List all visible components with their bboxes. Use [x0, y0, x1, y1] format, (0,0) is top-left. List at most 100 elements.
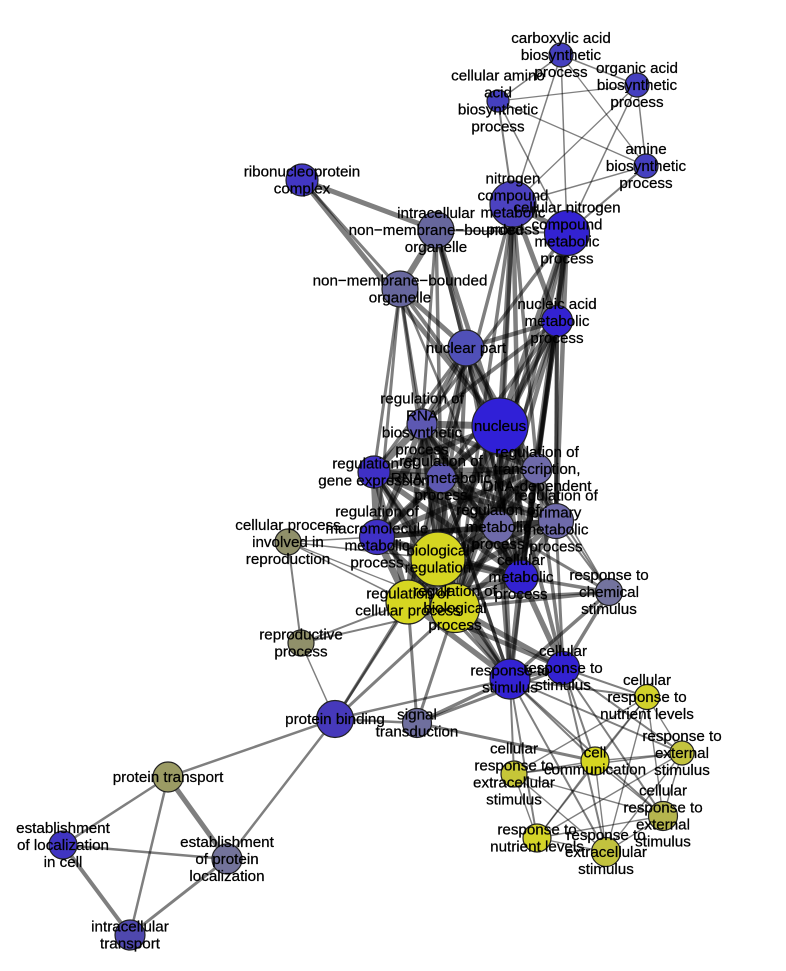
svg-text:protein transport: protein transport	[113, 769, 224, 786]
svg-text:localization: localization	[189, 868, 264, 885]
svg-text:in cell: in cell	[44, 854, 83, 871]
svg-text:process: process	[534, 64, 588, 81]
svg-text:metabolic: metabolic	[524, 522, 589, 539]
svg-text:compound: compound	[478, 188, 549, 205]
svg-text:of localization: of localization	[17, 837, 109, 854]
svg-text:process: process	[486, 222, 540, 239]
svg-text:metabolic: metabolic	[525, 313, 590, 330]
svg-text:transduction: transduction	[376, 724, 459, 741]
svg-text:process: process	[529, 539, 583, 556]
svg-text:response to: response to	[497, 822, 576, 839]
svg-text:organelle: organelle	[369, 290, 432, 307]
svg-text:stimulus: stimulus	[635, 834, 691, 851]
svg-text:response to: response to	[623, 800, 702, 817]
svg-text:process: process	[540, 251, 594, 268]
svg-text:biosynthetic: biosynthetic	[458, 102, 539, 119]
svg-text:biosynthetic: biosynthetic	[606, 158, 687, 175]
svg-text:process: process	[274, 644, 328, 661]
svg-text:stimulus: stimulus	[578, 861, 634, 878]
svg-text:external: external	[655, 745, 709, 762]
svg-text:extracellular: extracellular	[565, 844, 647, 861]
svg-text:non−membrane−bounded: non−membrane−bounded	[313, 273, 488, 290]
svg-text:metabolic: metabolic	[345, 538, 410, 555]
svg-text:process: process	[471, 536, 525, 553]
svg-text:nucleus: nucleus	[474, 418, 527, 435]
svg-text:intracellular: intracellular	[397, 205, 475, 222]
svg-text:involved in: involved in	[252, 534, 324, 551]
svg-text:response to: response to	[566, 827, 645, 844]
svg-text:process: process	[428, 617, 482, 634]
svg-text:reproduction: reproduction	[246, 551, 330, 568]
svg-text:response to: response to	[642, 728, 721, 745]
svg-text:process: process	[619, 175, 673, 192]
svg-text:process: process	[395, 442, 449, 459]
svg-text:ribonucleoprotein: ribonucleoprotein	[244, 164, 361, 181]
svg-text:primary: primary	[531, 505, 582, 522]
svg-text:nucleic acid: nucleic acid	[517, 296, 596, 313]
svg-text:of protein: of protein	[195, 851, 258, 868]
svg-text:nutrient levels: nutrient levels	[600, 706, 694, 723]
svg-text:cellular nitrogen: cellular nitrogen	[513, 200, 620, 217]
svg-text:carboxylic acid: carboxylic acid	[511, 30, 611, 47]
svg-text:metabolic: metabolic	[481, 205, 546, 222]
svg-text:response to: response to	[569, 567, 648, 584]
svg-text:biosynthetic: biosynthetic	[521, 47, 602, 64]
svg-text:protein binding: protein binding	[285, 711, 385, 728]
svg-text:regulation of: regulation of	[495, 444, 579, 461]
svg-text:stimulus: stimulus	[482, 680, 538, 697]
svg-text:process: process	[610, 94, 664, 111]
svg-text:external: external	[636, 817, 690, 834]
svg-text:response to: response to	[470, 663, 549, 680]
svg-text:complex: complex	[274, 181, 331, 198]
svg-text:transport: transport	[100, 936, 161, 953]
svg-text:process: process	[494, 586, 548, 603]
svg-text:biosynthetic: biosynthetic	[597, 77, 678, 94]
svg-text:response to: response to	[607, 689, 686, 706]
svg-text:cellular process: cellular process	[355, 603, 461, 620]
svg-text:chemical: chemical	[579, 584, 639, 601]
svg-text:transcription,: transcription,	[494, 461, 581, 478]
svg-text:process: process	[471, 119, 525, 136]
svg-text:signal: signal	[397, 707, 437, 724]
svg-text:regulation: regulation	[405, 560, 472, 577]
svg-text:establishment: establishment	[180, 834, 274, 851]
svg-text:stimulus: stimulus	[654, 762, 710, 779]
svg-text:regulation of: regulation of	[514, 488, 598, 505]
svg-text:establishment: establishment	[16, 820, 110, 837]
svg-text:process: process	[530, 330, 584, 347]
svg-text:cellular process: cellular process	[235, 517, 341, 534]
svg-text:cellular: cellular	[490, 741, 538, 758]
svg-text:response to: response to	[474, 758, 553, 775]
svg-text:regulation of: regulation of	[456, 502, 540, 519]
svg-text:communication: communication	[544, 762, 646, 779]
svg-text:gene expression: gene expression	[318, 473, 429, 490]
svg-text:DNA-dependent: DNA-dependent	[483, 478, 593, 495]
svg-text:regulation of: regulation of	[399, 453, 483, 470]
svg-text:acid: acid	[484, 85, 512, 102]
svg-text:regulation of: regulation of	[332, 456, 416, 473]
svg-text:amine: amine	[625, 141, 666, 158]
svg-text:process: process	[414, 487, 468, 504]
svg-text:metabolic: metabolic	[535, 234, 600, 251]
svg-text:cellular amino: cellular amino	[451, 68, 545, 85]
svg-text:biosynthetic: biosynthetic	[382, 425, 463, 442]
svg-text:nutrient levels: nutrient levels	[490, 839, 584, 856]
svg-text:nuclear part: nuclear part	[426, 340, 507, 357]
svg-text:non−membrane−bounded: non−membrane−bounded	[349, 222, 524, 239]
svg-text:cellular: cellular	[497, 552, 545, 569]
svg-text:regulation of: regulation of	[366, 586, 450, 603]
svg-text:cellular: cellular	[623, 672, 671, 689]
svg-text:process: process	[350, 555, 404, 572]
svg-text:RNA metabolic: RNA metabolic	[391, 470, 492, 487]
svg-text:stimulus: stimulus	[486, 792, 542, 809]
svg-text:extracellular: extracellular	[473, 775, 555, 792]
svg-text:organic acid: organic acid	[596, 60, 678, 77]
svg-text:macromolecule: macromolecule	[326, 521, 429, 538]
svg-text:stimulus: stimulus	[581, 601, 637, 618]
svg-text:regulation of: regulation of	[380, 391, 464, 408]
svg-text:response to: response to	[523, 660, 602, 677]
svg-text:cellular: cellular	[639, 783, 687, 800]
svg-text:metabolic: metabolic	[489, 569, 554, 586]
svg-text:metabolic: metabolic	[466, 519, 531, 536]
svg-text:regulation of: regulation of	[335, 504, 419, 521]
